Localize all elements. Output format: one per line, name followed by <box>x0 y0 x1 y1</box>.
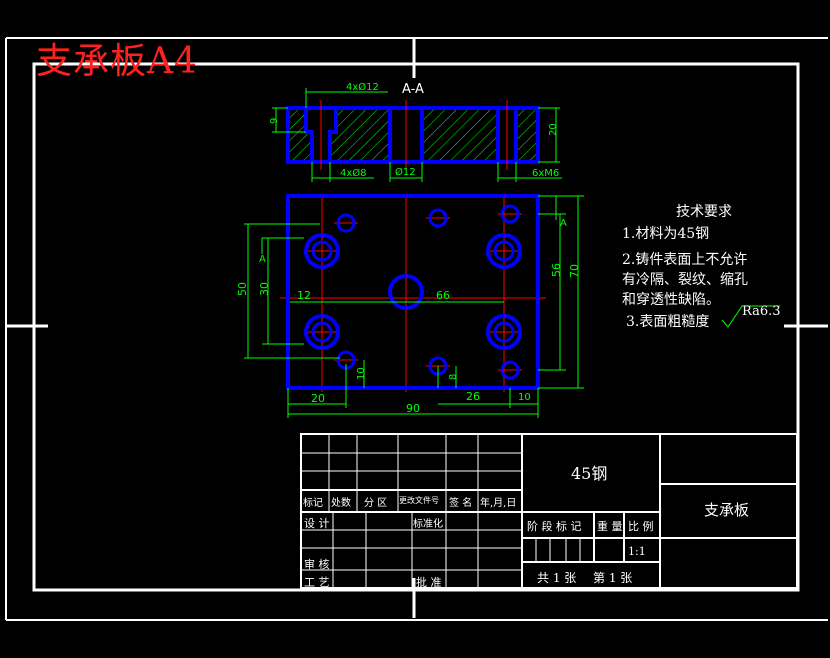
dim-height-8: 8 <box>448 374 459 380</box>
tb-signature: 签 名 <box>449 498 473 509</box>
plan-outline <box>286 194 540 390</box>
tech-line-4: 和穿透性缺陷。 <box>622 292 720 308</box>
tb-design: 设 计 <box>304 517 330 530</box>
dim-width-10: 10 <box>518 392 531 403</box>
section-dimension-lines <box>272 88 562 182</box>
tb-mark: 标记 <box>303 498 323 509</box>
tb-count: 处数 <box>331 498 351 509</box>
tb-approve: 批 准 <box>416 576 442 589</box>
tb-change-doc: 更改文件号 <box>399 496 439 505</box>
dim-width-26: 26 <box>466 390 480 403</box>
dim-threads: 6xM6 <box>532 168 559 179</box>
dim-bottom-holes: 4xØ8 <box>340 167 367 179</box>
tb-review: 审 核 <box>304 558 330 571</box>
section-view: A-A 4xØ12 9 20 4xØ8 Ø12 6xM6 <box>269 81 562 182</box>
tb-sheet-no: 第 1 张 <box>593 571 633 585</box>
plan-dimension-lines <box>244 195 584 418</box>
tech-line-5: 3.表面粗糙度 <box>626 314 710 330</box>
dim-height-56: 56 <box>550 263 563 277</box>
roughness-value: Ra6.3 <box>742 304 781 319</box>
centering-marks <box>6 38 828 618</box>
plan-centerlines <box>280 196 546 392</box>
tb-sheets: 共 1 张 <box>537 571 577 585</box>
plan-holes <box>304 204 522 380</box>
dim-height-10: 10 <box>356 367 367 380</box>
section-outline <box>286 106 540 164</box>
tech-line-3: 有冷隔、裂纹、缩孔 <box>622 272 748 288</box>
tb-standardization: 标准化 <box>413 519 443 530</box>
dim-width-66: 66 <box>436 289 450 302</box>
tb-stage-mark: 阶 段 标 记 <box>527 520 582 533</box>
part-name: 支承板 <box>704 501 750 519</box>
dim-width-12: 12 <box>297 289 311 302</box>
dim-height-70: 70 <box>568 264 581 278</box>
tech-requirements-title: 技术要求 <box>676 204 732 220</box>
dim-right-height: 20 <box>548 123 559 136</box>
dim-height-30: 30 <box>258 282 271 296</box>
title-block-fine-grid <box>301 434 581 588</box>
tb-scale-value: 1:1 <box>628 545 646 558</box>
dim-height-50: 50 <box>236 282 249 296</box>
section-mark-left: A <box>259 254 266 265</box>
dim-width-20: 20 <box>311 392 325 405</box>
section-centerlines <box>320 100 508 170</box>
tb-date: 年,月,日 <box>480 498 517 509</box>
dim-left-height: 9 <box>269 118 280 124</box>
tb-scale: 比 例 <box>628 520 654 533</box>
section-mark-right: A <box>560 218 567 229</box>
tb-process: 工 艺 <box>304 576 330 589</box>
section-label: A-A <box>402 82 424 97</box>
watermark-title: 支承板A4 <box>36 41 198 82</box>
outer-frame <box>5 37 828 621</box>
tech-line-2: 2.铸件表面上不允许 <box>622 252 748 268</box>
dim-width-90: 90 <box>406 402 420 415</box>
plan-view: 50 30 12 66 56 70 10 8 20 26 10 90 A A <box>236 194 584 418</box>
roughness-symbol <box>721 305 780 328</box>
dim-center-hole: Ø12 <box>395 166 416 178</box>
tb-zone: 分 区 <box>364 498 388 509</box>
dim-top-holes: 4xØ12 <box>346 81 379 93</box>
material-value: 45钢 <box>571 464 608 483</box>
tech-line-1: 1.材料为45钢 <box>622 226 710 242</box>
tb-weight: 重 量 <box>597 520 623 533</box>
